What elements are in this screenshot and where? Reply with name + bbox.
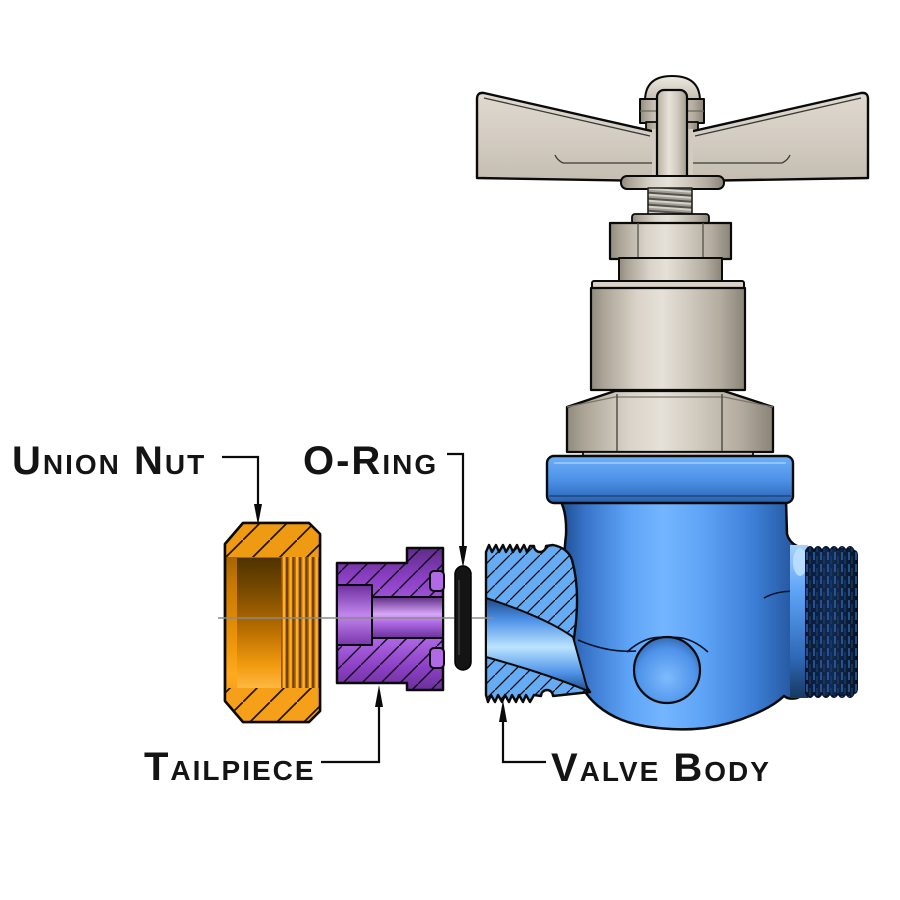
arrow-valve-body (499, 700, 507, 722)
union-nut-threads (281, 541, 319, 705)
valve-handle-assembly (475, 75, 870, 460)
handle-right-wing (687, 91, 870, 183)
drain-boss (632, 635, 702, 705)
tailpiece-groove-bottom (429, 647, 445, 669)
union-nut-hatch-top-lines (225, 523, 320, 557)
body-crease (577, 639, 637, 653)
leader-arrowheads (254, 504, 507, 722)
hex-chamfer-line (566, 396, 774, 408)
union-nut-socket (237, 558, 281, 689)
leader-union-nut (222, 455, 260, 505)
leader-o-ring (447, 452, 465, 547)
o-ring-section (454, 565, 472, 671)
outlet-highlight (793, 548, 807, 576)
wing-crease (554, 154, 652, 164)
tailpiece-bore-outer (336, 584, 373, 646)
threaded-stem (647, 187, 693, 217)
tailpiece-groove-top (429, 570, 445, 592)
label-o-ring: O-Ring (303, 439, 439, 483)
outlet-thread-texture (806, 547, 857, 697)
body-top-flange (545, 454, 795, 505)
label-tailpiece: Tailpiece (144, 745, 316, 789)
inlet-bore (485, 597, 589, 692)
union-nut-outline (223, 521, 322, 724)
label-valve-body: Valve Body (551, 746, 771, 790)
arrow-tailpiece (375, 685, 383, 707)
o-ring-illustration (454, 565, 472, 671)
union-nut-hatch-bottom-lines (225, 688, 320, 722)
wing-crease (693, 154, 791, 164)
packing-nut (608, 221, 733, 261)
wing-crease (483, 97, 651, 137)
leader-lines (222, 452, 546, 764)
outlet-shoulder (790, 545, 808, 698)
handle-post (655, 88, 689, 184)
handle-washer (620, 175, 725, 190)
stem-collar (618, 257, 723, 283)
handle-left-wing (475, 91, 658, 183)
arrow-o-ring (459, 546, 467, 568)
label-union-nut: Union Nut (12, 439, 207, 483)
leader-tailpiece (321, 706, 381, 764)
leader-valve-body (501, 721, 546, 764)
valve-body-illustration (484, 454, 858, 731)
arrow-union-nut (254, 504, 262, 525)
tailpiece-illustration (335, 546, 445, 692)
wing-crease (694, 97, 862, 137)
union-nut-illustration (223, 521, 322, 724)
bonnet (589, 286, 747, 392)
